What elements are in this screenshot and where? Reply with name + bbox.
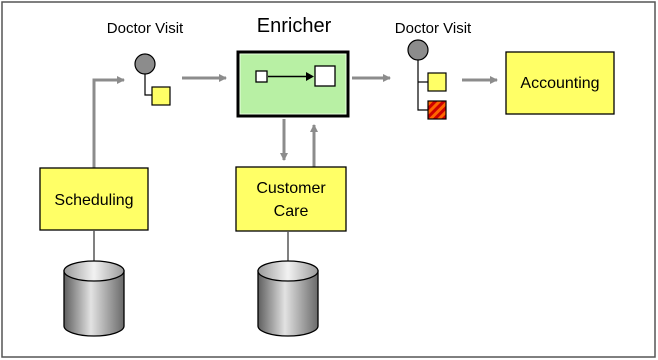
- customer-care-database-icon: [257, 260, 319, 337]
- message-header-icon: [134, 53, 156, 75]
- accounting-label: Accounting: [520, 75, 599, 92]
- customer-care-component: Customer Care: [235, 166, 347, 232]
- message-body-icon: [427, 72, 447, 92]
- scheduling-component: Scheduling: [39, 167, 149, 231]
- enricher-title: Enricher: [257, 15, 332, 37]
- message-header-icon: [407, 39, 429, 61]
- enricher-output-icon: [314, 65, 336, 87]
- accounting-component: Accounting: [505, 51, 615, 115]
- enriched-field-icon: [427, 100, 447, 120]
- scheduling-to-message-arrow: [92, 76, 125, 168]
- customer-care-label-line1: Customer: [256, 180, 326, 197]
- scheduling-database-icon: [63, 260, 125, 337]
- doctor-visit-message-right: [407, 39, 447, 120]
- scheduling-label: Scheduling: [54, 192, 133, 209]
- message-body-icon: [151, 86, 171, 106]
- enricher-component: [236, 50, 350, 118]
- enricher-input-icon: [255, 70, 268, 83]
- doctor-visit-left-label: Doctor Visit: [107, 20, 184, 37]
- doctor-visit-right-label: Doctor Visit: [395, 20, 472, 37]
- customer-care-label-line2: Care: [274, 203, 309, 220]
- doctor-visit-message-left: [134, 53, 171, 106]
